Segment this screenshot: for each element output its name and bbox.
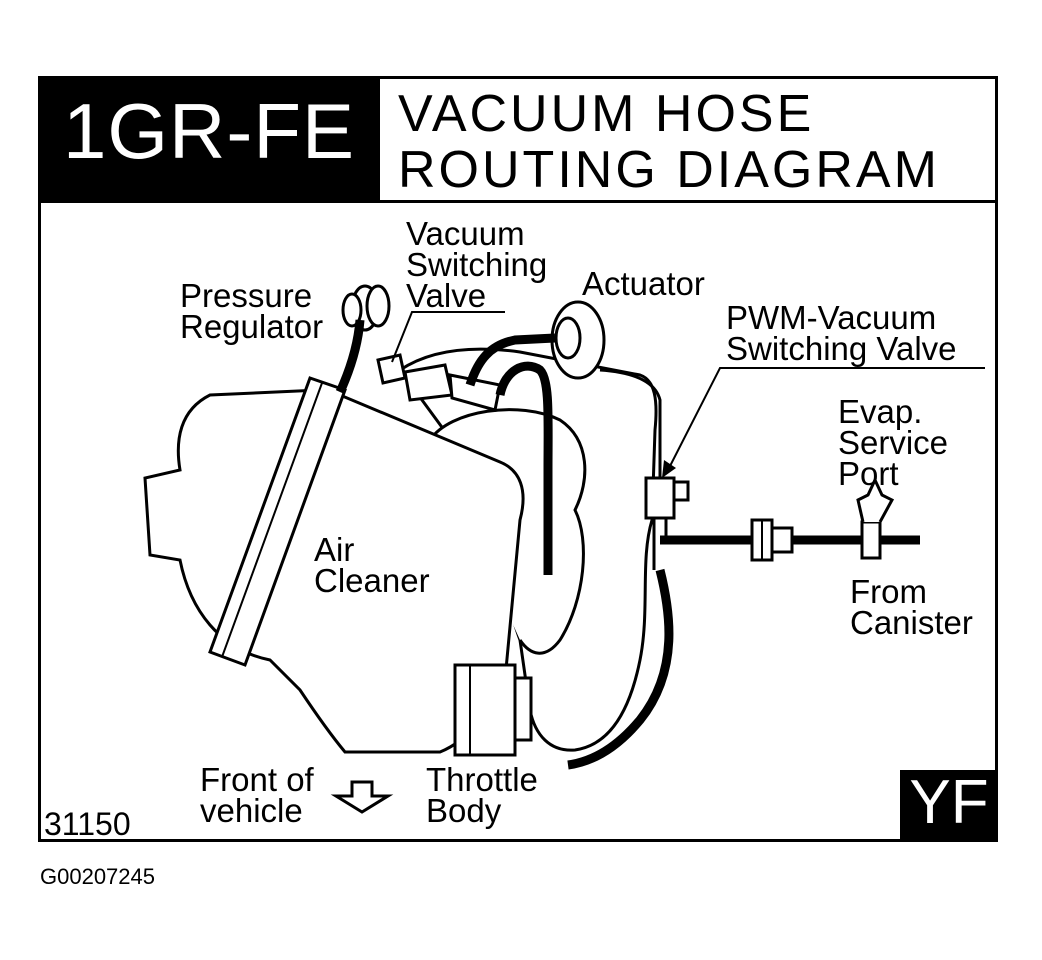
label-line: Vacuum [406,215,525,252]
label-line: Pressure [180,277,313,314]
label-line: Service [838,424,949,461]
diagram-title-line2: ROUTING DIAGRAM [398,141,940,199]
front-arrow-icon [330,780,394,814]
vacuum-hose-regulator [335,319,365,394]
label-line: PWM-Vacuum [726,299,937,336]
label-actuator: Actuator [582,265,705,302]
diagram-frame [38,76,998,842]
evap-service-port [860,520,882,560]
throttle-body [453,663,517,757]
label-line: Valve [406,277,487,314]
label-line: Regulator [180,308,324,345]
label-throttle-body: Throttle Body [426,761,538,829]
label-line: vehicle [200,792,303,829]
diagram-number: 31150 [44,806,131,842]
label-evap-service-port: Evap. Service Port [838,393,949,492]
engine-code: 1GR-FE [62,87,356,175]
label-line: Switching [406,246,548,283]
vacuum-hose-actuator [465,333,556,387]
label-line: Throttle [426,761,538,798]
label-line: Evap. [838,393,923,430]
code-badge: YF [909,768,989,837]
label-line: From [850,573,927,610]
figure-id: G00207245 [40,864,155,889]
label-line: Canister [850,604,973,641]
code-badge-box [900,770,998,842]
label-line: Switching Valve [726,330,957,367]
air-cleaner-flange [208,376,347,667]
air-cleaner-housing [143,388,525,754]
label-line: Port [838,455,899,492]
label-pressure-regulator: Pressure Regulator [180,277,324,345]
label-line: Front of [200,761,314,798]
label-line: Cleaner [314,562,430,599]
label-from-canister: From Canister [850,573,973,641]
vacuum-hose-vsv [495,361,553,575]
vacuum-hose-pwm [567,568,674,770]
engine-code-box [38,76,380,202]
pwm-vacuum-switching-valve [644,476,676,520]
label-front-of-vehicle: Front of vehicle [200,761,314,829]
leader-vacuum-switching-valve [391,311,505,363]
label-pwm-vacuum-switching-valve: PWM-Vacuum Switching Valve [726,299,957,367]
leader-pwm-vsv [667,367,985,471]
label-line: Body [426,792,502,829]
label-air-cleaner: Air Cleaner [314,531,430,599]
label-line: Air [314,531,355,568]
title-divider [38,200,998,203]
label-vacuum-switching-valve: Vacuum Switching Valve [406,215,548,314]
diagram-title-line1: VACUUM HOSE [398,85,815,143]
